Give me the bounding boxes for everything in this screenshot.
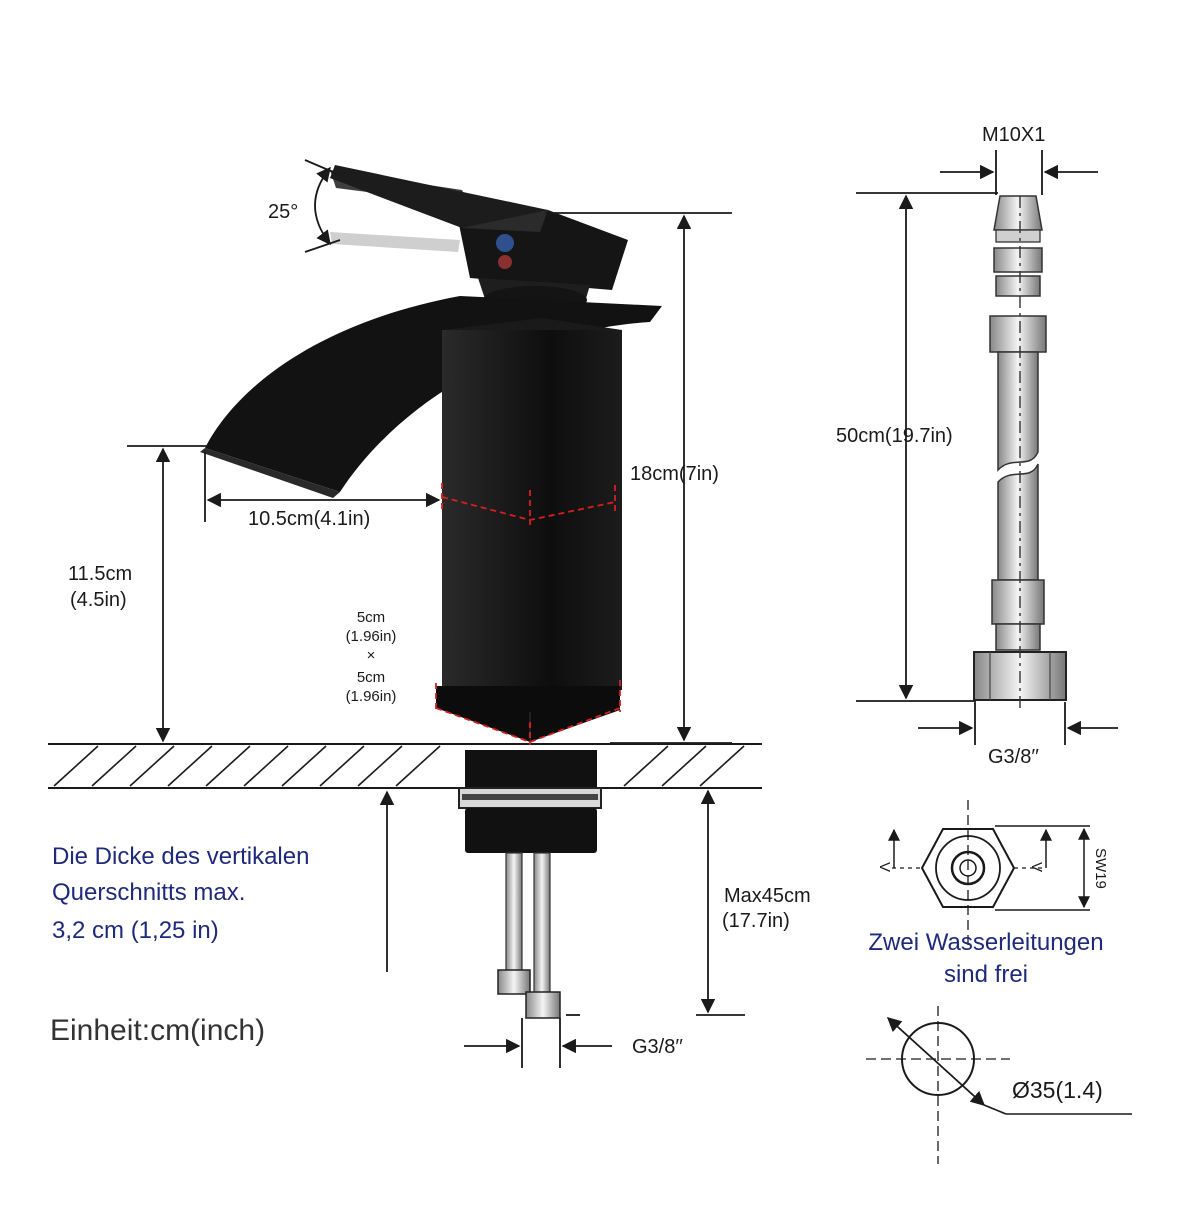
hatch-line — [357, 745, 403, 787]
spout-height-cm-label: 11.5cm — [68, 563, 132, 585]
hatch-line — [129, 745, 175, 787]
angle-label: 25° — [268, 201, 298, 223]
hoses-note-line2: sind frei — [944, 961, 1028, 988]
hose-length-label: 50cm(19.7in) — [836, 425, 953, 447]
thickness-note-line3: 3,2 cm (1,25 in) — [52, 917, 219, 944]
hatch-line — [623, 745, 669, 787]
countertop — [48, 743, 762, 789]
mounting-shank — [458, 750, 602, 1019]
hatch-line — [319, 745, 365, 787]
nut-marker-left: V — [876, 862, 893, 872]
body-depth-cm-label: 5cm — [357, 669, 385, 686]
spout-reach-label: 10.5cm(4.1in) — [248, 508, 370, 530]
hatch-line — [395, 745, 441, 787]
spout-height-in-label: (4.5in) — [70, 589, 127, 611]
unit-label: Einheit:cm(inch) — [50, 1014, 265, 1047]
dimension-lines — [127, 159, 745, 1068]
total-height-label: 18cm(7in) — [630, 463, 719, 485]
thickness-note-line1: Die Dicke des vertikalen — [52, 843, 309, 870]
hatch-line — [91, 745, 137, 787]
nut-marker-right: V — [1028, 862, 1045, 872]
hoses-note-line1: Zwei Wasserleitungen — [868, 929, 1103, 956]
hex-nut-view — [888, 800, 1090, 950]
hatch-line — [167, 745, 213, 787]
body-width-in-label: (1.96in) — [346, 628, 397, 645]
hatch-line — [205, 745, 251, 787]
hole-diameter-label: Ø35(1.4) — [1012, 1077, 1103, 1103]
nut-size-label: SW19 — [1092, 848, 1109, 889]
times-sign: × — [367, 647, 376, 664]
hatch-line — [661, 745, 707, 787]
hose-dimension-lines — [856, 150, 1118, 745]
body-width-cm-label: 5cm — [357, 609, 385, 626]
supply-hose — [973, 195, 1067, 712]
mounting-hole-view — [866, 1006, 1132, 1164]
body-depth-in-label: (1.96in) — [346, 688, 397, 705]
faucet — [200, 165, 662, 742]
deck-max-in-label: (17.7in) — [722, 910, 790, 932]
hose-bottom-thread-label: G3/8′′ — [988, 746, 1039, 768]
deck-max-cm-label: Max45cm — [724, 885, 811, 907]
hatch-line — [243, 745, 289, 787]
section-marks — [435, 483, 621, 745]
hatch-line — [699, 745, 745, 787]
thickness-note-line2: Querschnitts max. — [52, 879, 245, 906]
hatch-line — [53, 745, 99, 787]
hose-top-thread-label: M10X1 — [982, 124, 1045, 146]
hatch-line — [281, 745, 327, 787]
bottom-thread-label: G3/8′′ — [632, 1036, 683, 1058]
